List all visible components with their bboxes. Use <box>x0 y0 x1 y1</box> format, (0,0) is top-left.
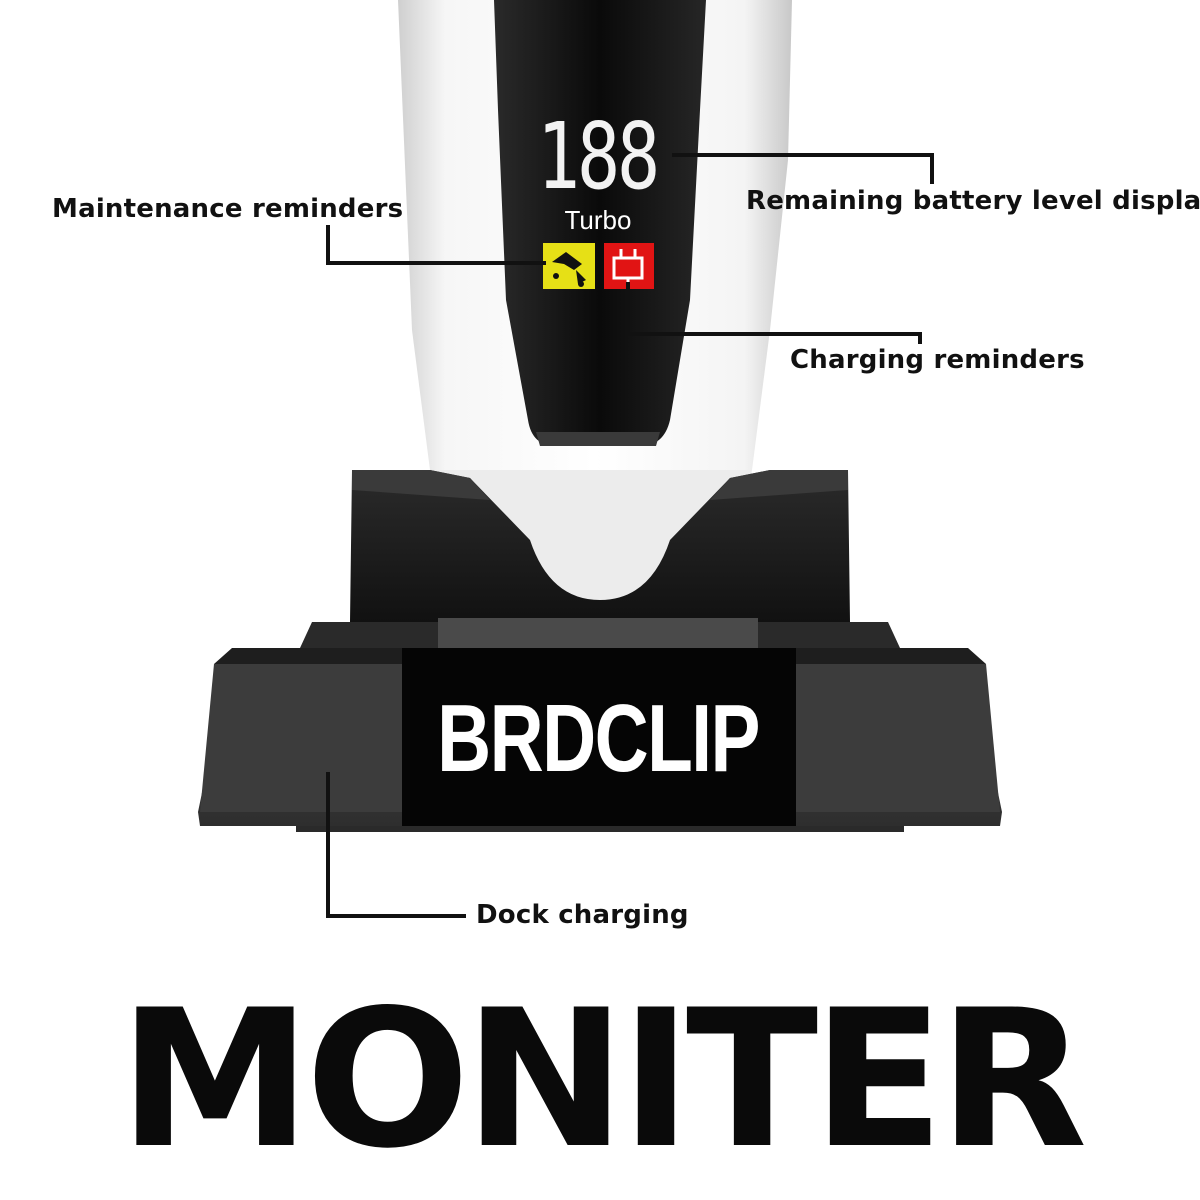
charging-callout-line <box>626 282 922 344</box>
charging-dock <box>198 470 1002 832</box>
maintenance-callout-line <box>326 225 546 265</box>
dock-charging-label: Dock charging <box>476 900 689 930</box>
maintenance-reminders-label: Maintenance reminders <box>52 194 404 224</box>
oil-drop-icon <box>543 243 595 289</box>
charging-reminders-label: Charging reminders <box>790 345 1085 375</box>
battery-display-label: Remaining battery level display <box>746 186 1200 216</box>
brand-logo-text: BRDCLIP <box>437 685 760 792</box>
dock-callout-line <box>326 772 466 918</box>
mode-indicator: Turbo <box>564 204 632 235</box>
battery-callout-line <box>672 153 934 184</box>
headline-title: MONITER <box>118 968 1088 1190</box>
battery-level-readout: 188 <box>536 102 660 210</box>
callout-lines <box>326 153 934 918</box>
